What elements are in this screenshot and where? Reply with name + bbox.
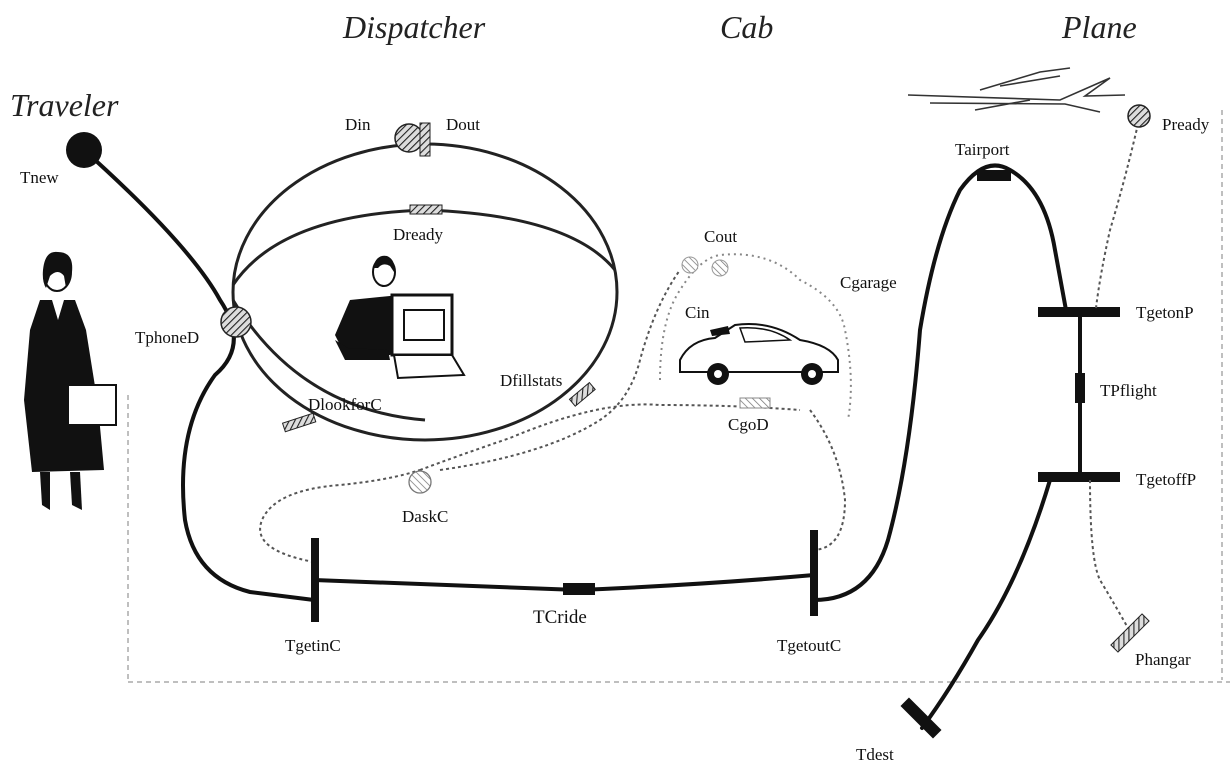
- daskc-place: [409, 471, 431, 493]
- tcride-transition: [563, 583, 595, 595]
- plane-paths: [1090, 124, 1138, 628]
- label-dout: Dout: [446, 115, 480, 134]
- pready-place: [1128, 105, 1150, 127]
- label-daskc: DaskC: [402, 507, 448, 526]
- dispatcher-icon: [335, 256, 464, 378]
- cgarage-place: [712, 260, 728, 276]
- label-din: Din: [345, 115, 371, 134]
- label-phangar: Phangar: [1135, 650, 1191, 669]
- header-dispatcher: Dispatcher: [342, 9, 486, 45]
- tairport-transition: [977, 170, 1011, 181]
- header-plane: Plane: [1061, 9, 1137, 45]
- traveler-path: [84, 150, 1080, 728]
- label-dfillstats: Dfillstats: [500, 371, 562, 390]
- tnew-place: [66, 132, 102, 168]
- header-traveler: Traveler: [10, 87, 119, 123]
- label-cout: Cout: [704, 227, 737, 246]
- label-dready: Dready: [393, 225, 444, 244]
- tgetoffp-transition: [1038, 472, 1120, 482]
- label-tnew: Tnew: [20, 168, 59, 187]
- label-cgod: CgoD: [728, 415, 769, 434]
- label-tgetoffp: TgetoffP: [1136, 470, 1196, 489]
- label-tgetinc: TgetinC: [285, 636, 341, 655]
- tgetinc-transition: [311, 538, 319, 622]
- label-cgarage: Cgarage: [840, 273, 897, 292]
- dout-transition: [420, 123, 430, 156]
- header-cab: Cab: [720, 9, 773, 45]
- label-tairport: Tairport: [955, 140, 1010, 159]
- plane-icon: [908, 68, 1125, 112]
- tphoned-place: [221, 307, 251, 337]
- din-place: [395, 124, 423, 152]
- traveler-icon: [24, 252, 116, 510]
- label-tphoned: TphoneD: [135, 328, 199, 347]
- label-tdest: Tdest: [856, 745, 894, 764]
- phangar-transition: [1111, 614, 1149, 652]
- label-dlookforc: DlookforC: [308, 395, 382, 414]
- tgetoutc-transition: [810, 530, 818, 616]
- label-cin: Cin: [685, 303, 710, 322]
- label-pready: Pready: [1162, 115, 1210, 134]
- dispatcher-loops: [233, 144, 617, 440]
- label-tgetoutc: TgetoutC: [777, 636, 841, 655]
- dready-transition: [410, 205, 442, 214]
- tgetonp-transition: [1038, 307, 1120, 317]
- dlookforc-transition: [283, 413, 316, 431]
- label-tpflight: TPflight: [1100, 381, 1157, 400]
- cout-place: [682, 257, 698, 273]
- tpflight-transition: [1075, 373, 1085, 403]
- label-tcride: TCride: [533, 607, 587, 628]
- cab-icon: [680, 324, 838, 385]
- label-tgetonp: TgetonP: [1136, 303, 1194, 322]
- cgod-transition: [740, 398, 770, 408]
- tdest-transition: [900, 697, 941, 738]
